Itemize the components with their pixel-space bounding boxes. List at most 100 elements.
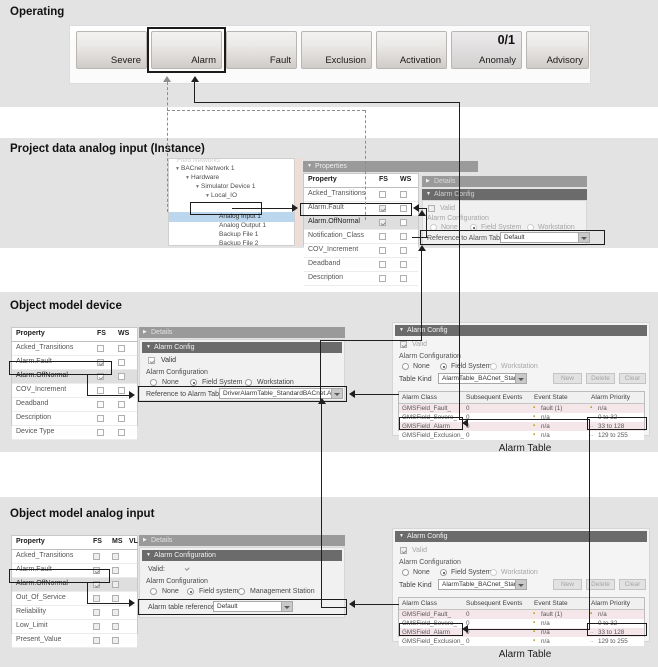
- pd-alarm-config-header[interactable]: ▼ Alarm Config: [422, 189, 587, 200]
- table-row[interactable]: Alarm.OffNormal: [304, 216, 418, 230]
- expand-arrow-icon[interactable]: ▼: [175, 166, 180, 172]
- ws-checkbox[interactable]: [118, 400, 125, 408]
- table-row[interactable]: Alarm.OffNormal: [12, 370, 137, 384]
- tree-node-backup-file-1[interactable]: Backup File 1: [219, 231, 259, 238]
- table-row[interactable]: GMSField_Fault_ 0 fault (1) n/a ▪▪: [399, 610, 644, 619]
- expand-arrow-icon[interactable]: ▼: [195, 184, 200, 190]
- fs-checkbox[interactable]: [379, 218, 386, 226]
- omd-at-radio-workstation[interactable]: [490, 363, 497, 370]
- omai-radio-none[interactable]: [150, 588, 157, 595]
- ws-checkbox[interactable]: [118, 358, 125, 366]
- tree-node-analog-input-1[interactable]: Analog Input 1: [219, 213, 261, 220]
- fs-checkbox[interactable]: [379, 246, 386, 254]
- omd-radio-workstation[interactable]: [245, 379, 252, 386]
- omai-at-new-button[interactable]: New: [553, 579, 582, 590]
- operating-button-alarm[interactable]: Alarm: [151, 31, 222, 69]
- expand-arrow-icon[interactable]: ▶: [143, 537, 147, 543]
- omd-at-radio-none[interactable]: [402, 363, 409, 370]
- ms-checkbox[interactable]: [112, 552, 119, 560]
- omai-at-radio-none[interactable]: [402, 569, 409, 576]
- ws-checkbox[interactable]: [118, 386, 125, 394]
- omai-radio-management-station[interactable]: [238, 588, 245, 595]
- expand-arrow-icon[interactable]: ▼: [185, 175, 190, 181]
- table-row[interactable]: Low_Limit: [12, 620, 137, 634]
- table-row[interactable]: GMSField_Exclusion_ 0 n/a 129 to 255 ▪..: [399, 431, 644, 440]
- omai-properties-table[interactable]: Property FS MS VL Acked_Transitions Alar…: [11, 535, 138, 648]
- collapse-arrow-icon[interactable]: ▼: [146, 344, 151, 350]
- operating-button-advisory[interactable]: Advisory: [526, 31, 589, 69]
- tree-node-backup-file-2[interactable]: Backup File 2: [219, 240, 259, 246]
- table-row[interactable]: Acked_Transitions: [12, 550, 137, 564]
- omd-radio-field-system[interactable]: [190, 379, 197, 386]
- ws-checkbox[interactable]: [400, 274, 407, 282]
- fs-checkbox[interactable]: [97, 344, 104, 352]
- omai-at-delete-button[interactable]: Delete: [586, 579, 615, 590]
- fs-checkbox[interactable]: [93, 580, 100, 588]
- pd-details-header[interactable]: ▶ Details: [422, 176, 587, 187]
- omd-properties-table[interactable]: Property FS WS Acked_Transitions Alarm.F…: [11, 327, 138, 440]
- pd-reference-combo[interactable]: Default: [500, 232, 590, 243]
- ms-checkbox[interactable]: [112, 636, 119, 644]
- fs-checkbox[interactable]: [93, 608, 100, 616]
- chevron-down-icon[interactable]: [515, 580, 526, 589]
- ws-checkbox[interactable]: [400, 204, 407, 212]
- ms-checkbox[interactable]: [112, 594, 119, 602]
- ws-checkbox[interactable]: [400, 232, 407, 240]
- omd-alarm-table-grid[interactable]: Alarm Class Subsequent Events Event Stat…: [398, 391, 645, 440]
- table-row[interactable]: Description: [12, 412, 137, 426]
- omai-alarm-config-header[interactable]: ▼ Alarm Configuration: [142, 550, 342, 561]
- pd-properties-table[interactable]: Property FS WS Acked_Transitions Alarm.F…: [303, 173, 419, 286]
- tree-node-simulator-device-1[interactable]: ▼Simulator Device 1: [195, 183, 256, 190]
- fs-checkbox[interactable]: [93, 594, 100, 602]
- operating-button-activation[interactable]: Activation: [376, 31, 447, 69]
- fs-checkbox[interactable]: [97, 400, 104, 408]
- omai-at-valid-checkbox[interactable]: [400, 547, 407, 554]
- fs-checkbox[interactable]: [93, 566, 100, 574]
- ms-checkbox[interactable]: [112, 566, 119, 574]
- omd-reference-combo[interactable]: DriverAlarmTable_StandardBACnet.AlarmTab…: [219, 388, 343, 399]
- expand-arrow-icon[interactable]: ▶: [143, 329, 147, 335]
- ms-checkbox[interactable]: [112, 580, 119, 588]
- tree-node-analog-output-1[interactable]: Analog Output 1: [219, 222, 266, 229]
- fs-checkbox[interactable]: [93, 636, 100, 644]
- table-row[interactable]: Acked_Transitions: [304, 188, 418, 202]
- omd-details-header[interactable]: ▶ Details: [139, 327, 345, 338]
- omd-at-valid-checkbox[interactable]: [400, 341, 407, 348]
- table-row[interactable]: Out_Of_Service: [12, 592, 137, 606]
- omd-alarm-config-header[interactable]: ▼ Alarm Config: [142, 342, 342, 353]
- omai-reference-combo[interactable]: Default: [213, 601, 293, 612]
- table-row[interactable]: Notification_Class: [304, 230, 418, 244]
- operating-button-exclusion[interactable]: Exclusion: [301, 31, 372, 69]
- ms-checkbox[interactable]: [112, 608, 119, 616]
- fs-checkbox[interactable]: [97, 428, 104, 436]
- operating-button-anomaly[interactable]: 0/1 Anomaly: [451, 31, 522, 69]
- ws-checkbox[interactable]: [400, 260, 407, 268]
- table-row[interactable]: COV_Increment: [12, 384, 137, 398]
- ws-checkbox[interactable]: [118, 344, 125, 352]
- fs-checkbox[interactable]: [93, 622, 100, 630]
- ws-checkbox[interactable]: [118, 414, 125, 422]
- fs-checkbox[interactable]: [379, 232, 386, 240]
- tree-node-field-networks[interactable]: Field Networks: [177, 158, 220, 164]
- chevron-down-icon[interactable]: [331, 389, 342, 398]
- collapse-arrow-icon[interactable]: ▼: [146, 552, 151, 558]
- tree-node-hardware[interactable]: ▼Hardware: [185, 174, 220, 181]
- chevron-down-icon[interactable]: [281, 602, 292, 611]
- operating-button-severe[interactable]: Severe: [76, 31, 147, 69]
- collapse-arrow-icon[interactable]: ▼: [399, 533, 404, 539]
- collapse-arrow-icon[interactable]: ▼: [399, 327, 404, 333]
- fs-checkbox[interactable]: [97, 372, 104, 380]
- table-row[interactable]: GMSField_Fault_ 0 fault (1) n/a ▪▪: [399, 404, 644, 413]
- table-row[interactable]: COV_Increment: [304, 244, 418, 258]
- pd-valid-checkbox[interactable]: [428, 205, 435, 212]
- omai-at-radio-field-system[interactable]: [440, 569, 447, 576]
- table-row[interactable]: Description: [304, 272, 418, 286]
- table-row[interactable]: Acked_Transitions: [12, 342, 137, 356]
- tree-node-bacnet-network-1[interactable]: ▼BACnet Network 1: [175, 165, 235, 172]
- omai-at-radio-workstation[interactable]: [490, 569, 497, 576]
- table-row[interactable]: Present_Value: [12, 634, 137, 648]
- operating-button-fault[interactable]: Fault: [226, 31, 297, 69]
- omd-at-delete-button[interactable]: Delete: [586, 373, 615, 384]
- fs-checkbox[interactable]: [97, 386, 104, 394]
- ws-checkbox[interactable]: [400, 190, 407, 198]
